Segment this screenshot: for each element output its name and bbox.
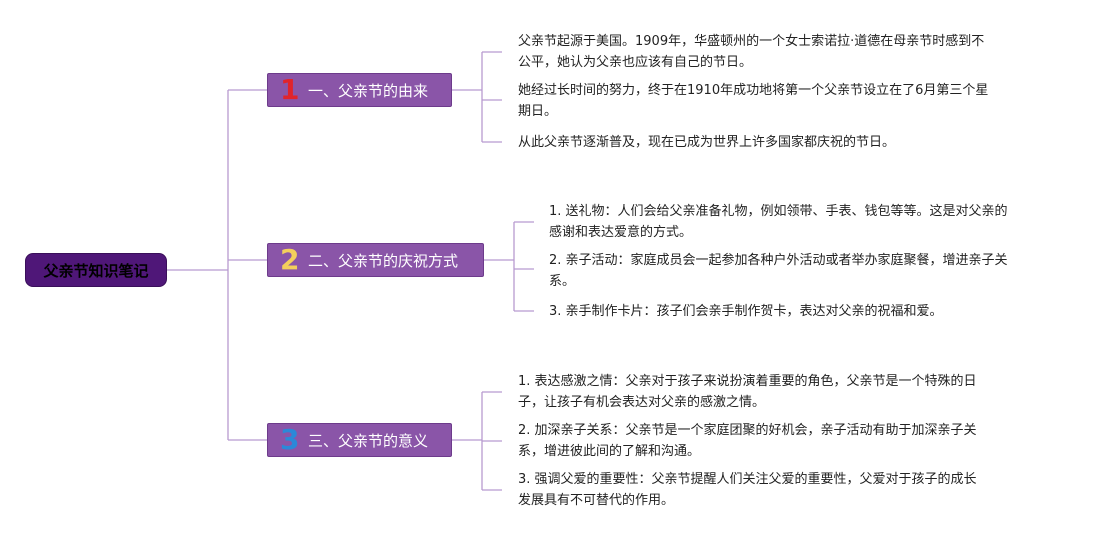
number-3-icon: 3 — [280, 423, 300, 456]
root-label: 父亲节知识笔记 — [43, 261, 149, 280]
number-2-icon: 2 — [280, 243, 300, 276]
branch-label: 一、父亲节的由来 — [308, 81, 429, 100]
leaf-item[interactable]: 从此父亲节逐渐普及，现在已成为世界上许多国家都庆祝的节日。 — [518, 135, 896, 150]
leaf-item[interactable]: 1. 表达感激之情：父亲对于孩子来说扮演着重要的角色，父亲节是一个特殊的日 子，… — [518, 374, 977, 410]
branch-label: 三、父亲节的意义 — [308, 431, 429, 450]
leaf-item[interactable]: 3. 强调父爱的重要性：父亲节提醒人们关注父爱的重要性，父爱对于孩子的成长 发展… — [518, 472, 977, 508]
root-node[interactable]: 父亲节知识笔记 — [25, 253, 167, 287]
leaf-item[interactable]: 父亲节起源于美国。1909年，华盛顿州的一个女士索诺拉·道德在母亲节时感到不 公… — [518, 34, 985, 70]
leaf-item[interactable]: 3. 亲手制作卡片：孩子们会亲手制作贺卡，表达对父亲的祝福和爱。 — [549, 304, 943, 319]
leaf-item[interactable]: 1. 送礼物：人们会给父亲准备礼物，例如领带、手表、钱包等等。这是对父亲的 感谢… — [549, 204, 1008, 240]
leaf-item[interactable]: 她经过长时间的努力，终于在1910年成功地将第一个父亲节设立在了6月第三个星 期… — [518, 83, 989, 119]
leaf-item[interactable]: 2. 加深亲子关系：父亲节是一个家庭团聚的好机会，亲子活动有助于加深亲子关 系，… — [518, 423, 977, 459]
branch-node-meaning[interactable]: 3 三、父亲节的意义 — [267, 423, 452, 457]
leaf-item[interactable]: 2. 亲子活动：家庭成员会一起参加各种户外活动或者举办家庭聚餐，增进亲子关 系。 — [549, 253, 1008, 289]
branch-node-origin[interactable]: 1 一、父亲节的由来 — [267, 73, 452, 107]
branch-node-celebration[interactable]: 2 二、父亲节的庆祝方式 — [267, 243, 484, 277]
branch-label: 二、父亲节的庆祝方式 — [308, 251, 459, 270]
number-1-icon: 1 — [280, 73, 300, 106]
